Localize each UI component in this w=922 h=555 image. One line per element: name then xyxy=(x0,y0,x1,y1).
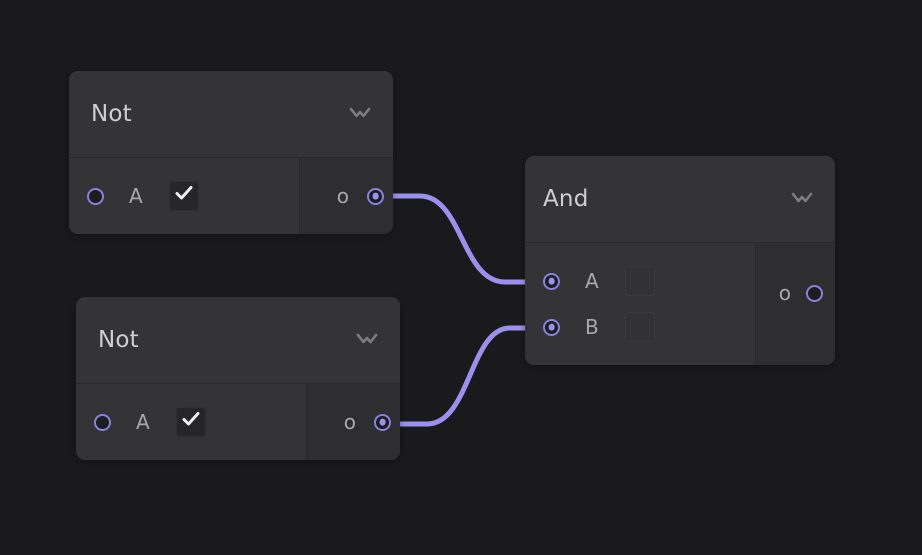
node-body: A o xyxy=(69,158,393,234)
chevron-down-icon[interactable] xyxy=(349,105,371,124)
node-body: A B o xyxy=(525,243,835,365)
input-checkbox-a[interactable] xyxy=(168,181,199,211)
node-not-2[interactable]: Not A xyxy=(76,297,400,460)
node-not-1[interactable]: Not A xyxy=(69,71,393,234)
output-port-o[interactable] xyxy=(367,187,384,205)
output-label-o: o xyxy=(343,410,356,434)
node-header[interactable]: And xyxy=(525,156,835,243)
node-body: A o xyxy=(76,384,400,460)
node-and-1[interactable]: And A B xyxy=(525,156,835,365)
wire-not1-to-and-a xyxy=(382,193,545,285)
node-header[interactable]: Not xyxy=(69,71,393,158)
chevron-down-icon[interactable] xyxy=(791,190,813,209)
node-title: And xyxy=(543,186,589,212)
input-row-a: A xyxy=(76,384,306,460)
output-label-o: o xyxy=(336,184,349,208)
input-checkbox-a[interactable] xyxy=(175,407,206,437)
input-row-a: A xyxy=(69,158,299,234)
output-row-o: o xyxy=(756,270,835,316)
wire-not2-to-and-b xyxy=(389,325,546,427)
output-row-o: o xyxy=(307,384,400,460)
input-port-a[interactable] xyxy=(94,413,111,431)
input-checkbox-a[interactable] xyxy=(624,266,655,296)
node-header[interactable]: Not xyxy=(76,297,400,384)
input-label-b: B xyxy=(585,315,599,339)
inputs-column: A xyxy=(76,384,307,460)
input-port-b[interactable] xyxy=(543,318,560,336)
chevron-down-icon[interactable] xyxy=(356,331,378,350)
input-row-b: B xyxy=(525,304,755,350)
output-port-o[interactable] xyxy=(374,413,391,431)
output-label-o: o xyxy=(778,281,791,305)
outputs-column: o xyxy=(307,384,400,460)
node-title: Not xyxy=(98,327,139,353)
input-port-a[interactable] xyxy=(543,272,560,290)
input-row-a: A xyxy=(525,258,755,304)
node-title: Not xyxy=(91,101,132,127)
outputs-column: o xyxy=(756,243,835,365)
input-port-a[interactable] xyxy=(87,187,104,205)
inputs-column: A B xyxy=(525,243,756,365)
input-label-a: A xyxy=(585,269,599,293)
input-label-a: A xyxy=(129,184,143,208)
inputs-column: A xyxy=(69,158,300,234)
outputs-column: o xyxy=(300,158,393,234)
check-icon xyxy=(174,185,194,205)
check-icon xyxy=(181,411,201,431)
output-port-o[interactable] xyxy=(806,284,823,302)
output-row-o: o xyxy=(300,158,393,234)
input-checkbox-b[interactable] xyxy=(624,312,655,342)
input-label-a: A xyxy=(136,410,150,434)
